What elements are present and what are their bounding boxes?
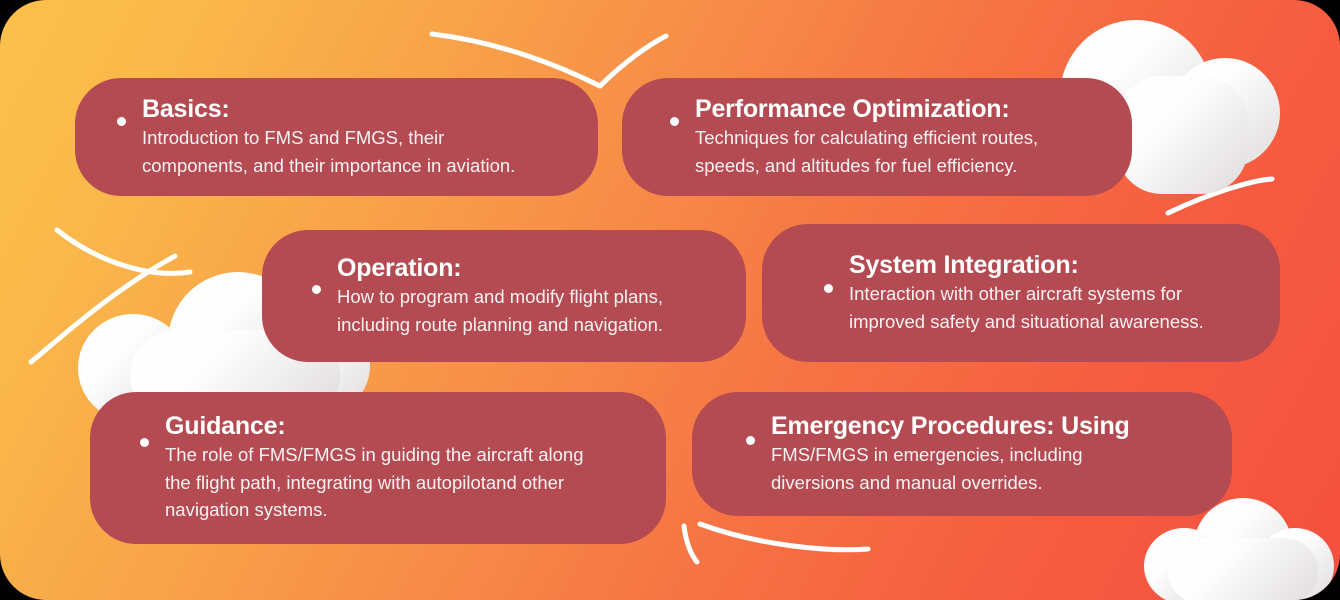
- card-integration-body: Interaction with other aircraft systems …: [849, 283, 1204, 332]
- arc-right: [1165, 176, 1275, 216]
- card-guidance-title: Guidance:: [165, 412, 286, 441]
- card-operation-text: Operation: How to program and modify fli…: [337, 254, 720, 338]
- card-performance-text: Performance Optimization: Techniques for…: [695, 95, 1106, 179]
- arc-left-lower: [28, 253, 178, 365]
- bullet-icon: [140, 438, 149, 448]
- card-basics-body: Introduction to FMS and FMGS, their comp…: [142, 127, 516, 176]
- card-system-integration: System Integration: Interaction with oth…: [762, 224, 1280, 362]
- bullet-icon: [117, 117, 126, 127]
- arc-left-upper: [54, 227, 193, 276]
- card-emergency-title: Emergency Procedures: Using: [771, 412, 1130, 441]
- card-basics-inner: Basics: Introduction to FMS and FMGS, th…: [117, 95, 568, 179]
- bullet-icon: [824, 284, 833, 294]
- card-performance-inner: Performance Optimization: Techniques for…: [670, 95, 1106, 179]
- card-emergency-inner: Emergency Procedures: Using FMS/FMGS in …: [746, 412, 1206, 496]
- bullet-icon: [746, 436, 755, 446]
- card-integration-title: System Integration:: [849, 251, 1079, 280]
- card-performance-optimization: Performance Optimization: Techniques for…: [622, 78, 1132, 196]
- card-guidance-text: Guidance: The role of FMS/FMGS in guidin…: [165, 412, 640, 523]
- card-operation-title: Operation:: [337, 254, 462, 283]
- card-basics-title: Basics:: [142, 95, 230, 124]
- card-basics-text: Basics: Introduction to FMS and FMGS, th…: [142, 95, 568, 179]
- card-operation: Operation: How to program and modify fli…: [262, 230, 746, 362]
- card-emergency-procedures: Emergency Procedures: Using FMS/FMGS in …: [692, 392, 1232, 516]
- bullet-icon: [312, 285, 321, 295]
- card-guidance: Guidance: The role of FMS/FMGS in guidin…: [90, 392, 666, 544]
- card-guidance-inner: Guidance: The role of FMS/FMGS in guidin…: [140, 412, 640, 523]
- bird-arc-bottom-right-wing: [697, 521, 871, 553]
- card-emergency-body: FMS/FMGS in emergencies, including diver…: [771, 444, 1083, 493]
- card-basics: Basics: Introduction to FMS and FMGS, th…: [75, 78, 598, 196]
- bird-arc-bottom-left-wing: [681, 523, 700, 565]
- card-emergency-text: Emergency Procedures: Using FMS/FMGS in …: [771, 412, 1206, 496]
- card-integration-inner: System Integration: Interaction with oth…: [824, 251, 1254, 335]
- card-performance-body: Techniques for calculating efficient rou…: [695, 127, 1039, 176]
- bullet-icon: [670, 117, 679, 127]
- card-operation-body: How to program and modify flight plans, …: [337, 286, 664, 335]
- card-integration-text: System Integration: Interaction with oth…: [849, 251, 1254, 335]
- card-performance-title: Performance Optimization:: [695, 95, 1010, 124]
- card-operation-inner: Operation: How to program and modify fli…: [312, 254, 720, 338]
- card-guidance-body: The role of FMS/FMGS in guiding the airc…: [165, 444, 584, 521]
